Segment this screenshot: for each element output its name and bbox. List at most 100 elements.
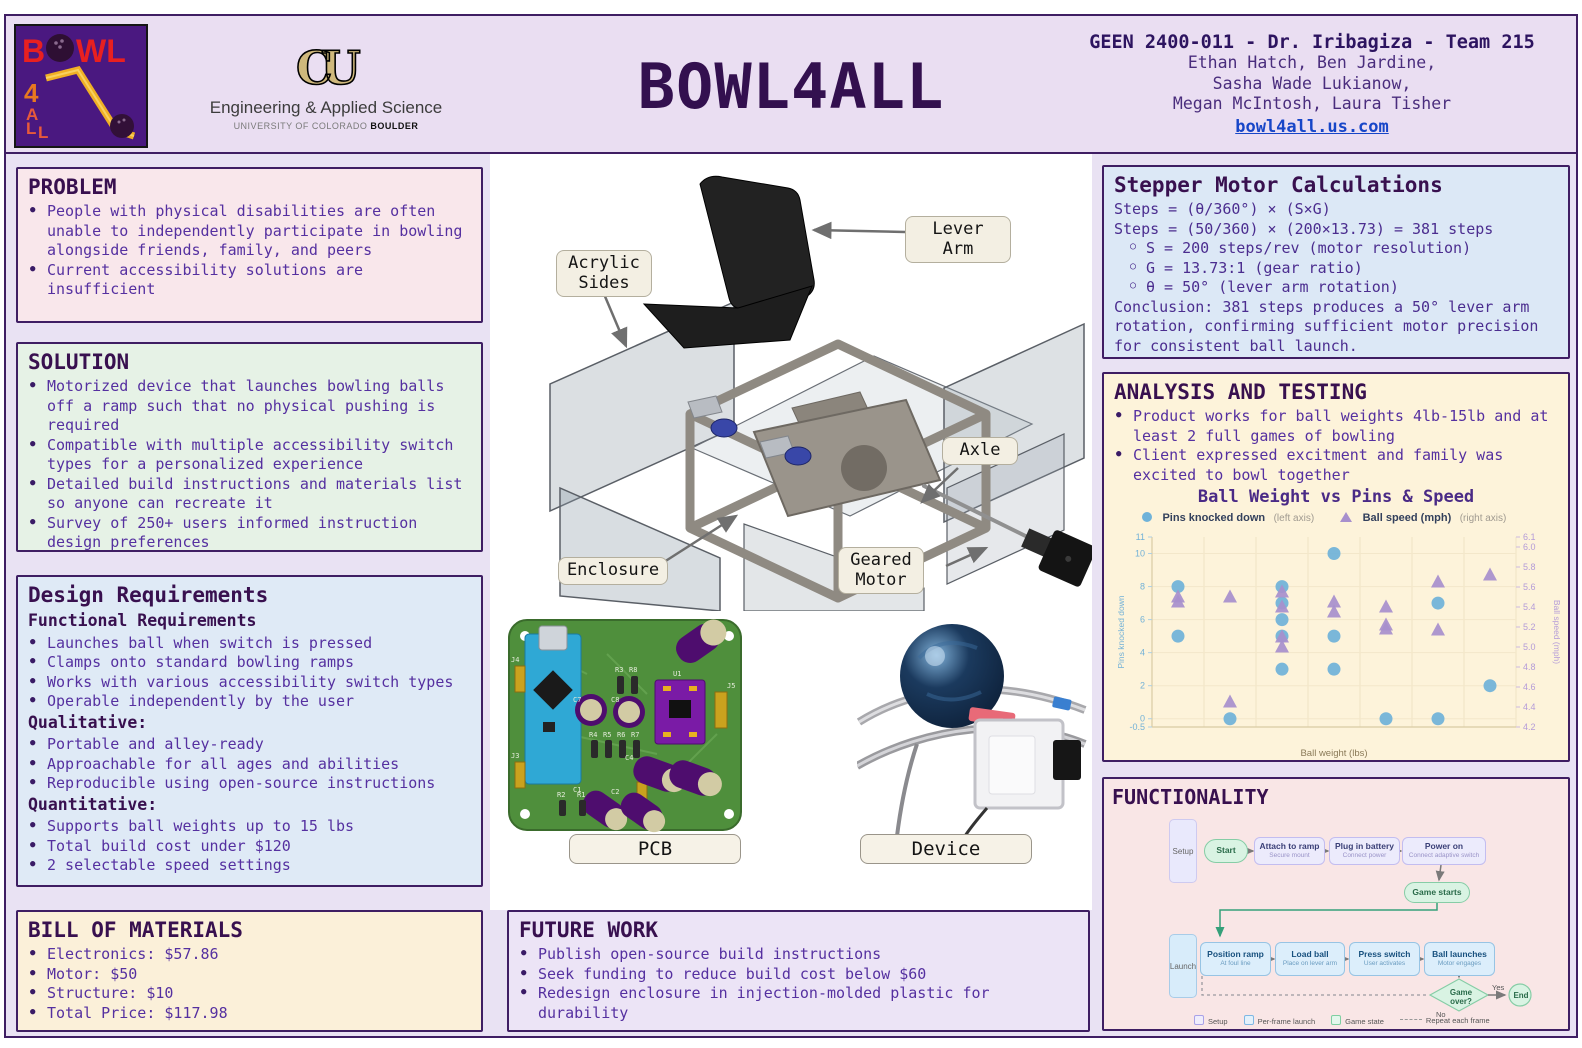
left-axis-title: Pins knocked down [1116, 595, 1126, 669]
bullet-item: Seek funding to reduce build cost below … [519, 965, 1078, 985]
functionality-title: FUNCTIONALITY [1112, 785, 1269, 809]
legend-note: (left axis) [1273, 513, 1315, 525]
bullet-item: Reproducible using open-source instructi… [28, 774, 471, 794]
geared-motor-shape [1021, 528, 1092, 587]
bowl4all-logo-art: B WL 4 A L L [22, 33, 136, 142]
left-axis-tick: 4 [1140, 648, 1145, 658]
svg-text:C8: C8 [611, 696, 619, 704]
bullet-item: Launches ball when switch is pressed [28, 634, 471, 654]
lane-setup: Setup [1169, 819, 1197, 883]
solution-box: SOLUTION Motorized device that launches … [16, 342, 483, 552]
future-work-bullets: Publish open-source build instructionsSe… [519, 945, 1078, 1023]
svg-text:R6: R6 [617, 731, 625, 739]
device-photo [857, 624, 1087, 836]
right-axis-tick: 6.0 [1523, 542, 1536, 552]
pins-data-point [1275, 662, 1289, 676]
svg-text:C4: C4 [625, 754, 633, 762]
website-link[interactable]: bowl4all.us.com [1235, 116, 1389, 137]
svg-text:R8: R8 [629, 666, 637, 674]
mechanism-hole [841, 445, 887, 491]
connector-j3 [514, 761, 526, 789]
bullet-item: Electronics: $57.86 [28, 945, 471, 965]
ramp-leg [895, 743, 919, 836]
future-work-box: FUTURE WORK Publish open-source build in… [507, 910, 1090, 1032]
poster: B WL 4 A L L CU Engineering & Applied Sc… [4, 14, 1578, 1038]
speed-data-point [1431, 574, 1445, 588]
team-line: Sasha Wade Lukianow, [1212, 73, 1412, 93]
flowchart-legend: Setup Per-frame launch Game state Repeat… [1194, 1015, 1490, 1026]
bullet-item: Works with various accessibility switch … [28, 673, 471, 693]
chart-svg: -0.50246810114.24.44.64.85.05.25.45.65.8… [1116, 532, 1562, 759]
team-line: Ethan Hatch, Ben Jardine, [1187, 53, 1437, 72]
node-end-label: End [1513, 991, 1529, 1000]
triangle-marker-icon [1340, 511, 1353, 522]
bullet-item: Approachable for all ages and abilities [28, 755, 471, 775]
right-axis-tick: 5.0 [1523, 642, 1536, 652]
svg-text:R5: R5 [603, 731, 611, 739]
left-axis-tick: 0 [1140, 714, 1145, 724]
svg-text:R7: R7 [631, 731, 639, 739]
svg-text:C2: C2 [611, 788, 619, 796]
svg-text:R4: R4 [589, 731, 597, 739]
svg-text:R2: R2 [557, 791, 565, 799]
acrylic-sides-arrow [602, 293, 628, 349]
svg-text:L: L [26, 119, 36, 138]
bill-of-materials-box: BILL OF MATERIALS Electronics: $57.86Mot… [16, 910, 483, 1032]
flowchart-connectors [1201, 846, 1532, 1012]
bullet-item: Total build cost under $120 [28, 837, 471, 857]
circle-marker-icon [1142, 511, 1152, 522]
lever-arm-seat-base [642, 285, 813, 349]
bullet-item: Survey of 250+ users informed instructio… [28, 514, 471, 550]
svg-text:J3: J3 [511, 752, 519, 760]
speed-data-point [1275, 629, 1289, 643]
bullet-item: Client expressed excitment and family wa… [1114, 446, 1558, 485]
svg-text:C1: C1 [573, 786, 581, 794]
cu-mark: CU [296, 42, 361, 94]
node-start: Start [1204, 839, 1248, 863]
stepper-variables: S = 200 steps/rev (motor resolution)G = … [1114, 239, 1558, 298]
stepper-conclusion: Conclusion: 381 steps produces a 50° lev… [1114, 297, 1539, 355]
capacitors [575, 619, 727, 833]
svg-text:R1: R1 [577, 791, 585, 799]
label-axle: Axle [942, 437, 1018, 465]
header-band: B WL 4 A L L CU Engineering & Applied Sc… [6, 16, 1576, 154]
end-circle [1508, 983, 1532, 1007]
chart-legend: Pins knocked down (left axis) Ball speed… [1114, 507, 1558, 527]
pins-data-point [1275, 613, 1289, 627]
bowling-ball-icon [110, 114, 134, 138]
equation-line: Steps = (50/360) × (200×13.73) = 381 ste… [1114, 219, 1494, 238]
logo-letter-b: B [22, 33, 45, 69]
bill-of-materials-bullets: Electronics: $57.86Motor: $50Structure: … [28, 945, 471, 1023]
exploded-cad-diagram [549, 175, 1092, 611]
bullet-item: Portable and alley-ready [28, 735, 471, 755]
stepper-calculations-box: Stepper Motor Calculations Steps = (θ/36… [1102, 165, 1570, 359]
svg-text:R3: R3 [615, 666, 623, 674]
label-geared-motor: Geared Motor [838, 547, 924, 595]
resistors [559, 676, 640, 816]
qualitative-heading: Qualitative: [28, 712, 148, 732]
right-axis-tick: 5.4 [1523, 602, 1536, 612]
problem-box: PROBLEM People with physical disabilitie… [16, 167, 483, 323]
pins-data-point [1431, 712, 1445, 726]
bullet-item: Motor: $50 [28, 965, 471, 985]
equation-line: Steps = (θ/360°) × (S×G) [1114, 200, 1331, 219]
usb-port [538, 625, 568, 651]
team-line: Megan McIntosh, Laura Tisher [1172, 94, 1452, 114]
center-panel: Lever Arm Acrylic Sides Axle Enclosure G… [490, 154, 1092, 910]
legend-item-pins: Pins knocked down (left axis) [1142, 508, 1314, 526]
speed-data-point [1379, 621, 1393, 635]
bracket [687, 395, 723, 419]
lever-arm-arrow [811, 221, 906, 240]
geared-motor-arrow [945, 546, 989, 568]
future-work-title: FUTURE WORK [519, 918, 659, 942]
repeat-dashed-path [1201, 976, 1429, 996]
quantitative-heading: Quantitative: [28, 794, 158, 814]
